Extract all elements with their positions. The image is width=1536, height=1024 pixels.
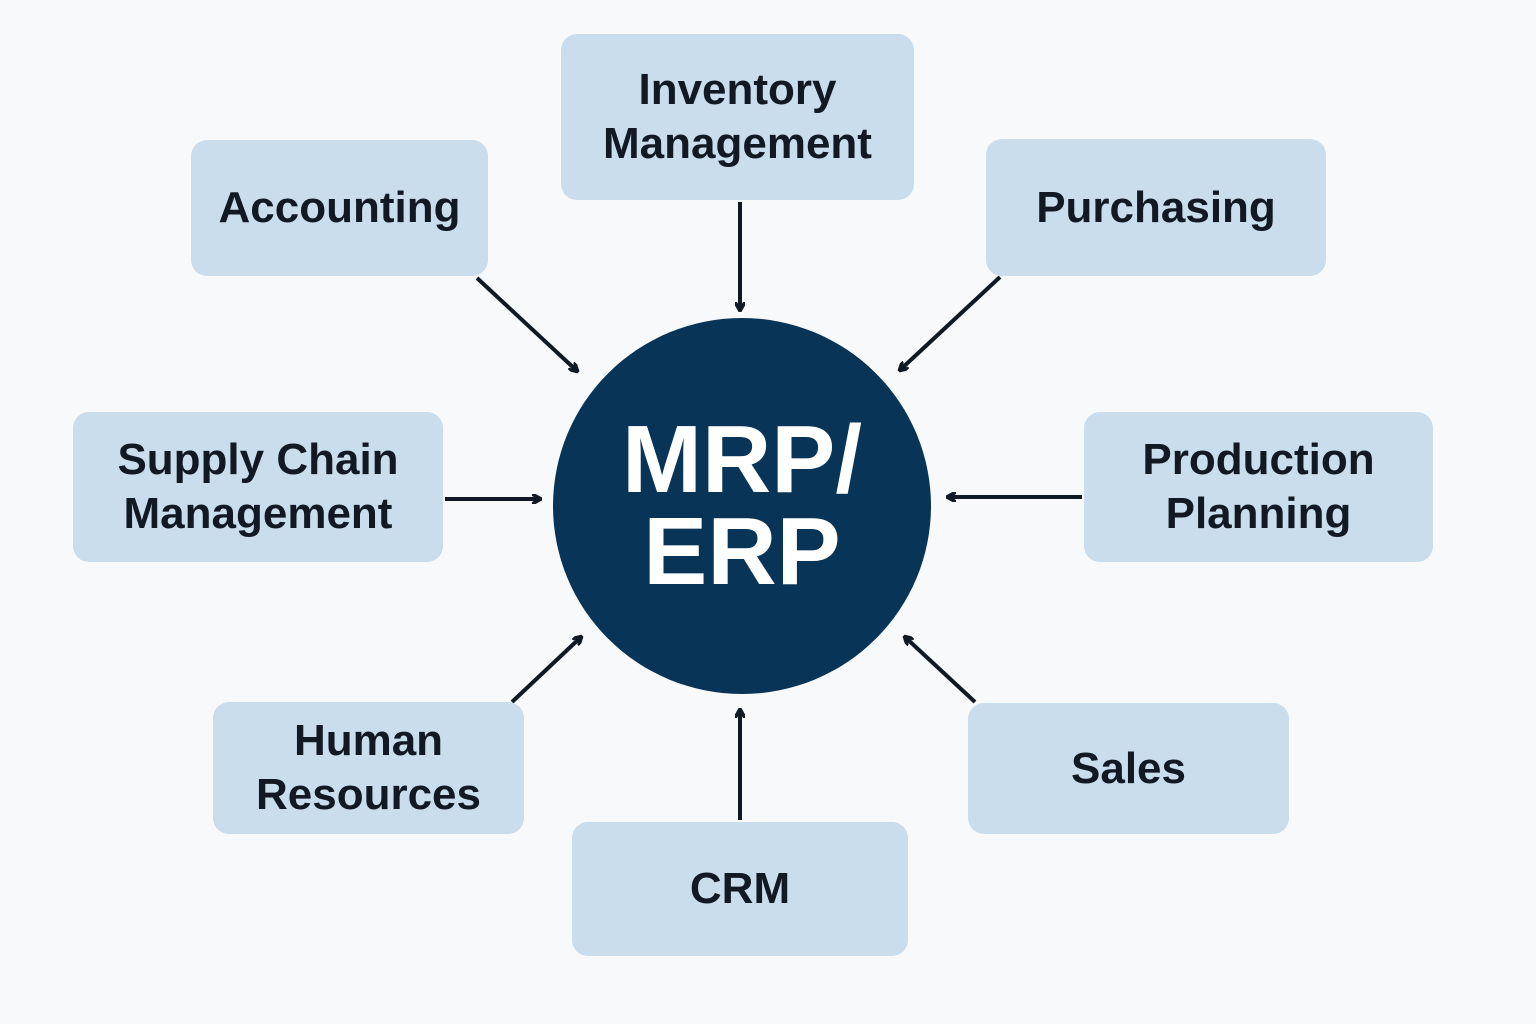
module-label: Inventory — [638, 65, 837, 114]
arrow-purchasing — [900, 275, 1002, 370]
module-supply-chain-management: Supply Chain Management — [73, 412, 443, 562]
module-label: Management — [123, 489, 393, 538]
module-label: Sales — [1071, 743, 1186, 793]
hub-label-line2: ERP — [643, 498, 841, 605]
module-human-resources: Human Resources — [213, 702, 524, 834]
module-label: Production — [1142, 435, 1375, 484]
module-label: Human — [293, 716, 444, 765]
mrp-erp-hub: MRP/ ERP — [553, 318, 931, 694]
module-crm: CRM — [572, 822, 908, 956]
module-sales: Sales — [968, 703, 1289, 834]
module-inventory-management: Inventory Management — [561, 34, 914, 200]
arrow-sales — [905, 637, 977, 704]
arrow-accounting — [475, 276, 577, 371]
module-label: Resources — [255, 770, 481, 819]
module-label: CRM — [689, 864, 791, 913]
module-purchasing: Purchasing — [986, 139, 1326, 276]
module-label: Management — [603, 119, 872, 168]
module-label: Purchasing — [1036, 182, 1276, 232]
module-production-planning: Production Planning — [1084, 412, 1433, 562]
arrow-hr — [510, 637, 581, 704]
module-label: Supply Chain — [117, 435, 399, 484]
module-accounting: Accounting — [191, 140, 488, 276]
module-label: Accounting — [218, 183, 461, 232]
hub-label-line1: MRP/ — [622, 406, 862, 513]
module-label: Planning — [1165, 489, 1352, 538]
